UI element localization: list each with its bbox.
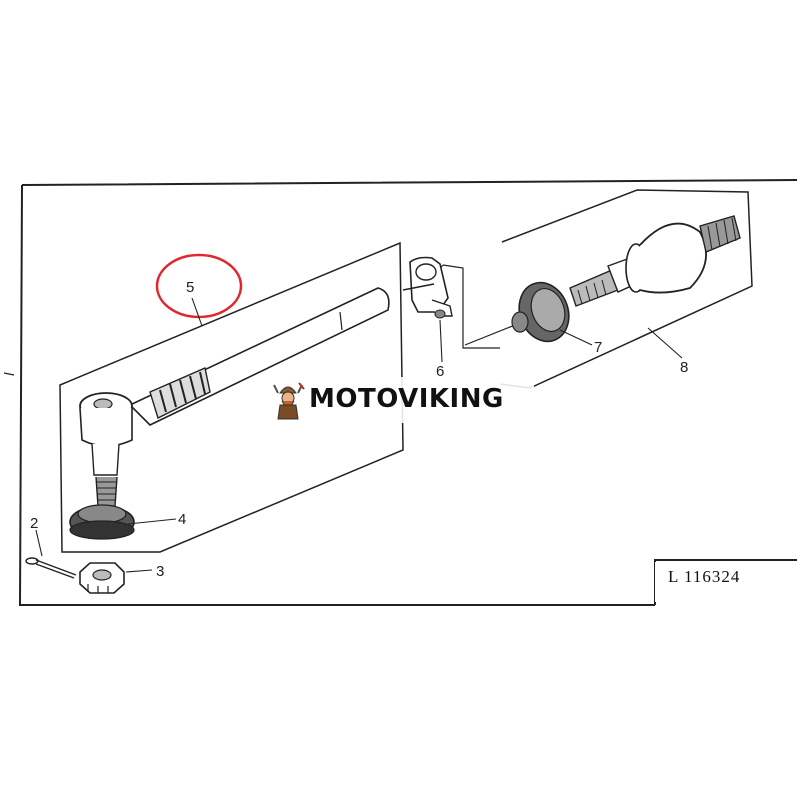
watermark-brand: MOTOVIKING	[309, 384, 504, 414]
watermark-banner	[262, 377, 534, 423]
leader-lines	[35, 297, 683, 573]
castle-nut	[79, 562, 125, 594]
callout-7: 7	[594, 339, 602, 356]
viking-logo-icon	[273, 382, 305, 420]
callout-6: 6	[436, 363, 444, 380]
highlight-circle	[155, 253, 243, 319]
clamp	[402, 256, 453, 319]
callout-8: 8	[680, 359, 688, 376]
callout-2: 2	[30, 515, 38, 532]
tie-rod-panel	[59, 241, 404, 553]
cotter-pin	[25, 557, 77, 579]
dust-boot	[69, 504, 135, 540]
inner-tie-rod	[569, 215, 741, 307]
inner-boot	[511, 281, 570, 343]
edge-tick	[3, 372, 15, 376]
reference-box	[655, 562, 800, 602]
callout-4: 4	[178, 511, 186, 528]
reference-code: L 116324	[668, 567, 741, 586]
callout-3: 3	[156, 563, 164, 580]
tie-rod-end	[79, 287, 390, 507]
callout-5: 5	[186, 279, 194, 296]
